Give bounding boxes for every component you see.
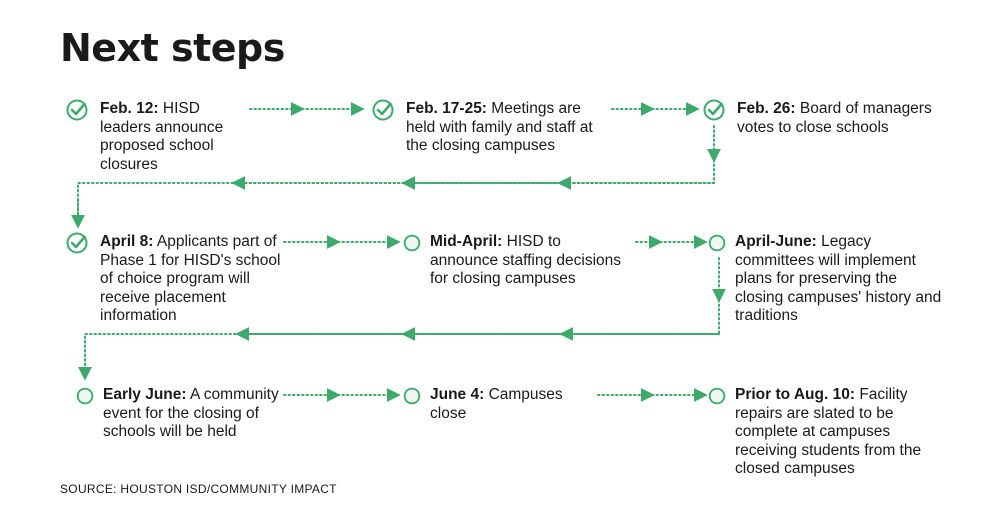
timeline-step: June 4: Campuses close [403,386,603,423]
timeline-step: Feb. 17-25: Meetings are held with famil… [372,99,612,156]
step-text: Feb. 26: Board of managers votes to clos… [737,100,943,137]
step-description: Board of managers votes to close schools [737,100,932,136]
step-text: Feb. 17-25: Meetings are held with famil… [406,100,612,156]
check-circle-icon [372,99,394,121]
timeline-step: Mid-April: HISD to announce staffing dec… [403,233,633,289]
timeline-step: April 8: Applicants part of Phase 1 for … [66,232,292,326]
empty-circle-icon [403,234,421,252]
step-date: Feb. 26: [737,100,796,117]
step-description: Legacy committees will implement plans f… [735,233,942,325]
empty-circle-icon [403,387,421,405]
step-date: April-June: [735,233,817,250]
timeline-step: Prior to Aug. 10: Facility repairs are s… [708,386,934,479]
timeline-step: Early June: A community event for the cl… [76,386,286,442]
timeline-step: April-June: Legacy committees will imple… [708,233,948,326]
empty-circle-icon [708,234,726,252]
step-description: Applicants part of Phase 1 for HISD's sc… [100,233,281,325]
step-date: Early June: [103,386,187,403]
step-text: April 8: Applicants part of Phase 1 for … [100,233,292,326]
step-text: Early June: A community event for the cl… [103,386,286,442]
step-date: Prior to Aug. 10: [735,386,855,403]
check-circle-icon [66,99,88,121]
timeline-step: Feb. 26: Board of managers votes to clos… [703,99,943,137]
step-description: HISD leaders announce proposed school cl… [100,100,224,173]
check-circle-icon [703,99,725,121]
step-date: Feb. 12: [100,100,159,117]
step-text: April-June: Legacy committees will imple… [735,233,948,326]
step-text: Mid-April: HISD to announce staffing dec… [430,233,633,289]
step-description: Meetings are held with family and staff … [406,100,593,155]
step-text: Feb. 12: HISD leaders announce proposed … [100,100,246,174]
step-text: Prior to Aug. 10: Facility repairs are s… [735,386,934,479]
step-text: June 4: Campuses close [430,386,603,423]
step-date: Feb. 17-25: [406,100,487,117]
empty-circle-icon [76,387,94,405]
source-note: SOURCE: HOUSTON ISD/COMMUNITY IMPACT [60,482,337,496]
step-description: Campuses close [430,386,563,422]
step-date: Mid-April: [430,233,503,250]
step-date: April 8: [100,233,154,250]
page-title: Next steps [60,26,285,70]
check-circle-icon [66,232,88,254]
step-date: June 4: [430,386,485,403]
step-description: HISD to announce staffing decisions for … [430,233,622,288]
empty-circle-icon [708,387,726,405]
timeline-step: Feb. 12: HISD leaders announce proposed … [66,99,246,174]
step-description: A community event for the closing of sch… [103,386,279,441]
step-description: Facility repairs are slated to be comple… [735,386,922,478]
